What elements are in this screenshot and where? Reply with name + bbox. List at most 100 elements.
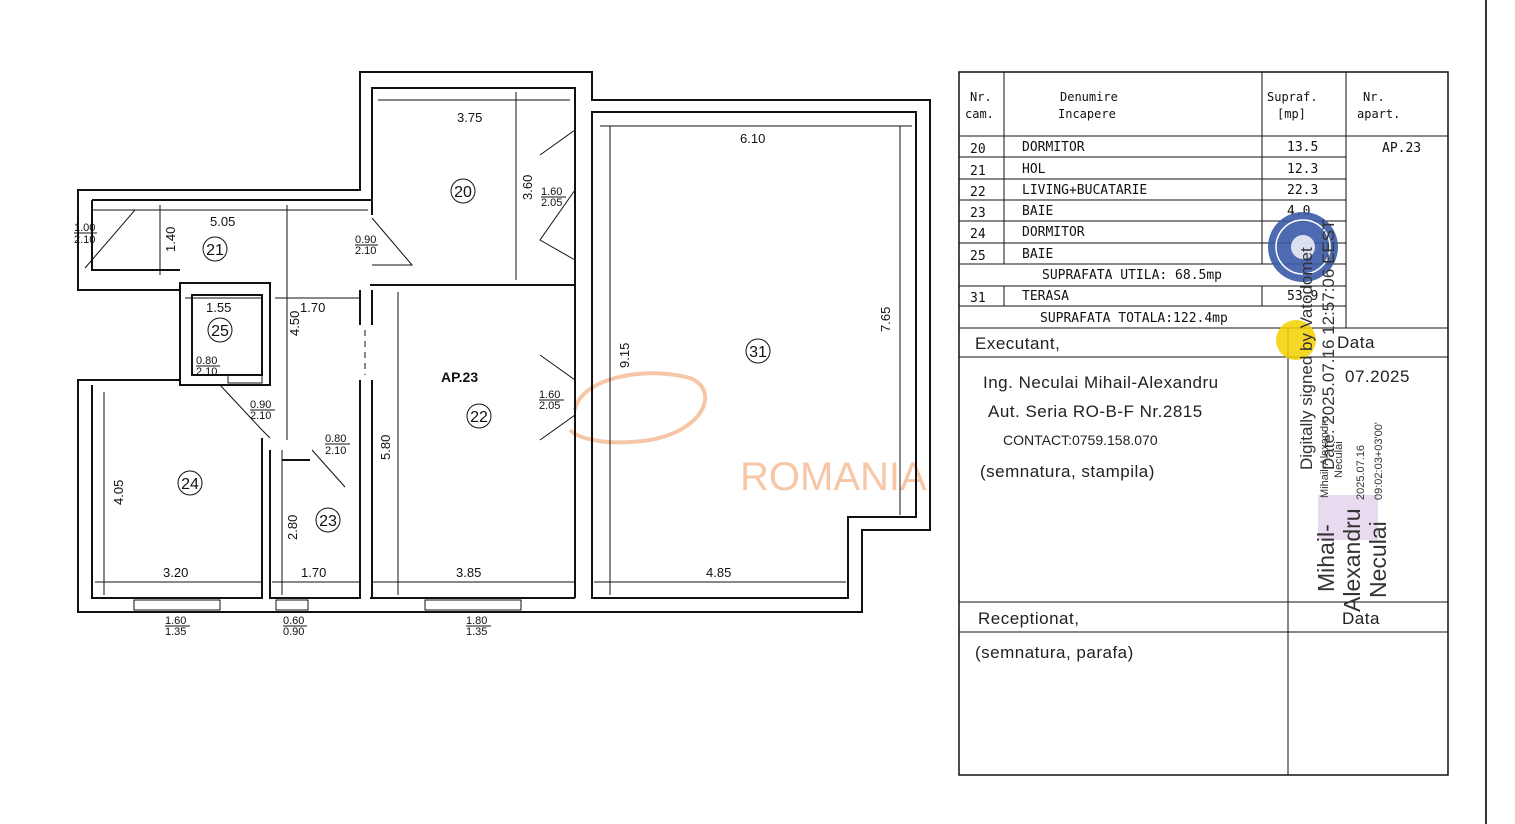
room-marker-22: 22 — [466, 403, 492, 429]
room-marker-23: 23 — [315, 507, 341, 533]
opening-label: 0.802.10 — [325, 433, 350, 457]
opening-label: 0.600.90 — [283, 615, 307, 638]
opening-label: 0.802.10 — [196, 355, 220, 378]
dim-label: 1.70 — [301, 565, 326, 580]
apartment-label: AP.23 — [441, 369, 478, 385]
receptionat-label: Receptionat, — [978, 609, 1079, 628]
svg-text:1.60: 1.60 — [165, 615, 186, 627]
digital-signature: Digitally signed by Vatodomet Date: 2025… — [1268, 212, 1391, 612]
svg-text:2.10: 2.10 — [74, 234, 95, 246]
svg-text:1.60: 1.60 — [541, 186, 562, 198]
svg-text:0.80: 0.80 — [196, 355, 217, 367]
dim-label: 3.85 — [456, 565, 481, 580]
room-marker-20: 20 — [450, 178, 476, 204]
svg-text:1.80: 1.80 — [466, 615, 487, 627]
svg-text:2.10: 2.10 — [325, 445, 346, 457]
opening-label: 1.602.05 — [539, 389, 564, 412]
executant-authorization: Aut. Seria RO-B-F Nr.2815 — [988, 402, 1203, 421]
header-nr: Nr. — [970, 90, 992, 104]
header-apart: apart. — [1357, 107, 1400, 121]
executant-contact: CONTACT:0759.158.070 — [1003, 432, 1158, 448]
svg-text:0.60: 0.60 — [283, 615, 304, 627]
room-marker-24: 24 — [177, 470, 203, 496]
svg-text:HOL: HOL — [1022, 162, 1046, 177]
opening-label: 1.601.35 — [165, 615, 190, 638]
svg-text:24: 24 — [970, 227, 986, 242]
svg-text:24: 24 — [181, 476, 199, 493]
svg-text:0.80: 0.80 — [325, 433, 346, 445]
seal-icon — [1268, 212, 1338, 282]
svg-text:DORMITOR: DORMITOR — [1022, 225, 1085, 240]
svg-text:1.00: 1.00 — [74, 222, 95, 234]
svg-text:2.10: 2.10 — [196, 366, 217, 378]
dim-label: 5.05 — [210, 214, 235, 229]
svg-text:23: 23 — [319, 513, 337, 530]
svg-text:23: 23 — [970, 206, 986, 221]
dim-label: 7.65 — [878, 307, 893, 332]
dim-label: 3.20 — [163, 565, 188, 580]
opening-labels: 1.002.10 0.902.10 1.602.05 0.802.10 0.90… — [74, 186, 566, 638]
dim-label: 9.15 — [617, 343, 632, 368]
dim-label: 5.80 — [378, 435, 393, 460]
receptionat-data-label: Data — [1342, 609, 1380, 628]
opening-label: 0.902.10 — [250, 399, 275, 422]
dim-label: 4.05 — [111, 480, 126, 505]
executant-name: Ing. Neculai Mihail-Alexandru — [983, 373, 1219, 392]
watermark-text: ROMANIA — [740, 455, 927, 499]
executant-signature-note: (semnatura, stampila) — [980, 462, 1155, 481]
svg-text:20: 20 — [454, 184, 472, 201]
signature-small-1: Mihail-Alexandru — [1319, 416, 1331, 498]
signature-name-1: Mihail- — [1313, 524, 1339, 592]
svg-text:2.05: 2.05 — [539, 400, 560, 412]
walls — [77, 71, 931, 613]
svg-text:13.5: 13.5 — [1287, 140, 1318, 155]
svg-text:2.10: 2.10 — [250, 410, 271, 422]
signature-small-2: Neculai — [1333, 441, 1345, 478]
receptionat-signature-note: (semnatura, parafa) — [975, 643, 1134, 662]
dim-label: 1.55 — [206, 300, 231, 315]
header-mp: [mp] — [1277, 107, 1306, 121]
header-cam: cam. — [965, 107, 994, 121]
svg-text:25: 25 — [970, 249, 986, 264]
svg-text:1.60: 1.60 — [539, 389, 560, 401]
header-supraf: Supraf. — [1267, 90, 1318, 104]
opening-label: 1.801.35 — [466, 615, 491, 638]
table-row: 20 DORMITOR 13.5 — [970, 140, 1318, 157]
svg-text:53.9: 53.9 — [1287, 289, 1318, 304]
svg-text:LIVING+BUCATARIE: LIVING+BUCATARIE — [1022, 183, 1147, 198]
room-marker-25: 25 — [207, 317, 233, 343]
svg-text:2.05: 2.05 — [541, 197, 562, 209]
signature-name-3: Neculai — [1365, 521, 1391, 598]
dimension-lines — [95, 92, 912, 595]
svg-text:0.90: 0.90 — [250, 399, 271, 411]
svg-text:BAIE: BAIE — [1022, 247, 1053, 262]
dim-label: 4.85 — [706, 565, 731, 580]
signature-line-1: Digitally signed by Vatodomet — [1297, 247, 1316, 470]
svg-text:22.3: 22.3 — [1287, 183, 1318, 198]
svg-text:12.3: 12.3 — [1287, 162, 1318, 177]
svg-text:20: 20 — [970, 142, 986, 157]
signature-name-2: Alexandru — [1339, 508, 1365, 612]
svg-text:TERASA: TERASA — [1022, 289, 1069, 304]
svg-text:0.90: 0.90 — [355, 234, 376, 246]
opening-label: 1.002.10 — [74, 222, 97, 246]
svg-text:22: 22 — [970, 185, 986, 200]
svg-text:1.35: 1.35 — [165, 626, 186, 638]
dim-label: 6.10 — [740, 131, 765, 146]
signature-mark — [1318, 495, 1378, 540]
svg-text:BAIE: BAIE — [1022, 204, 1053, 219]
svg-text:2.10: 2.10 — [355, 245, 376, 257]
apartment-number: AP.23 — [1382, 141, 1421, 156]
table-row: 21 HOL 12.3 — [970, 162, 1318, 179]
svg-text:21: 21 — [970, 164, 986, 179]
dim-label: 3.75 — [457, 110, 482, 125]
table-row: 22 LIVING+BUCATARIE 22.3 — [970, 183, 1318, 200]
svg-text:0.90: 0.90 — [283, 626, 304, 638]
svg-text:DORMITOR: DORMITOR — [1022, 140, 1085, 155]
opening-label: 1.602.05 — [541, 186, 566, 209]
stamp-icon — [1276, 320, 1316, 360]
svg-text:1.35: 1.35 — [466, 626, 487, 638]
